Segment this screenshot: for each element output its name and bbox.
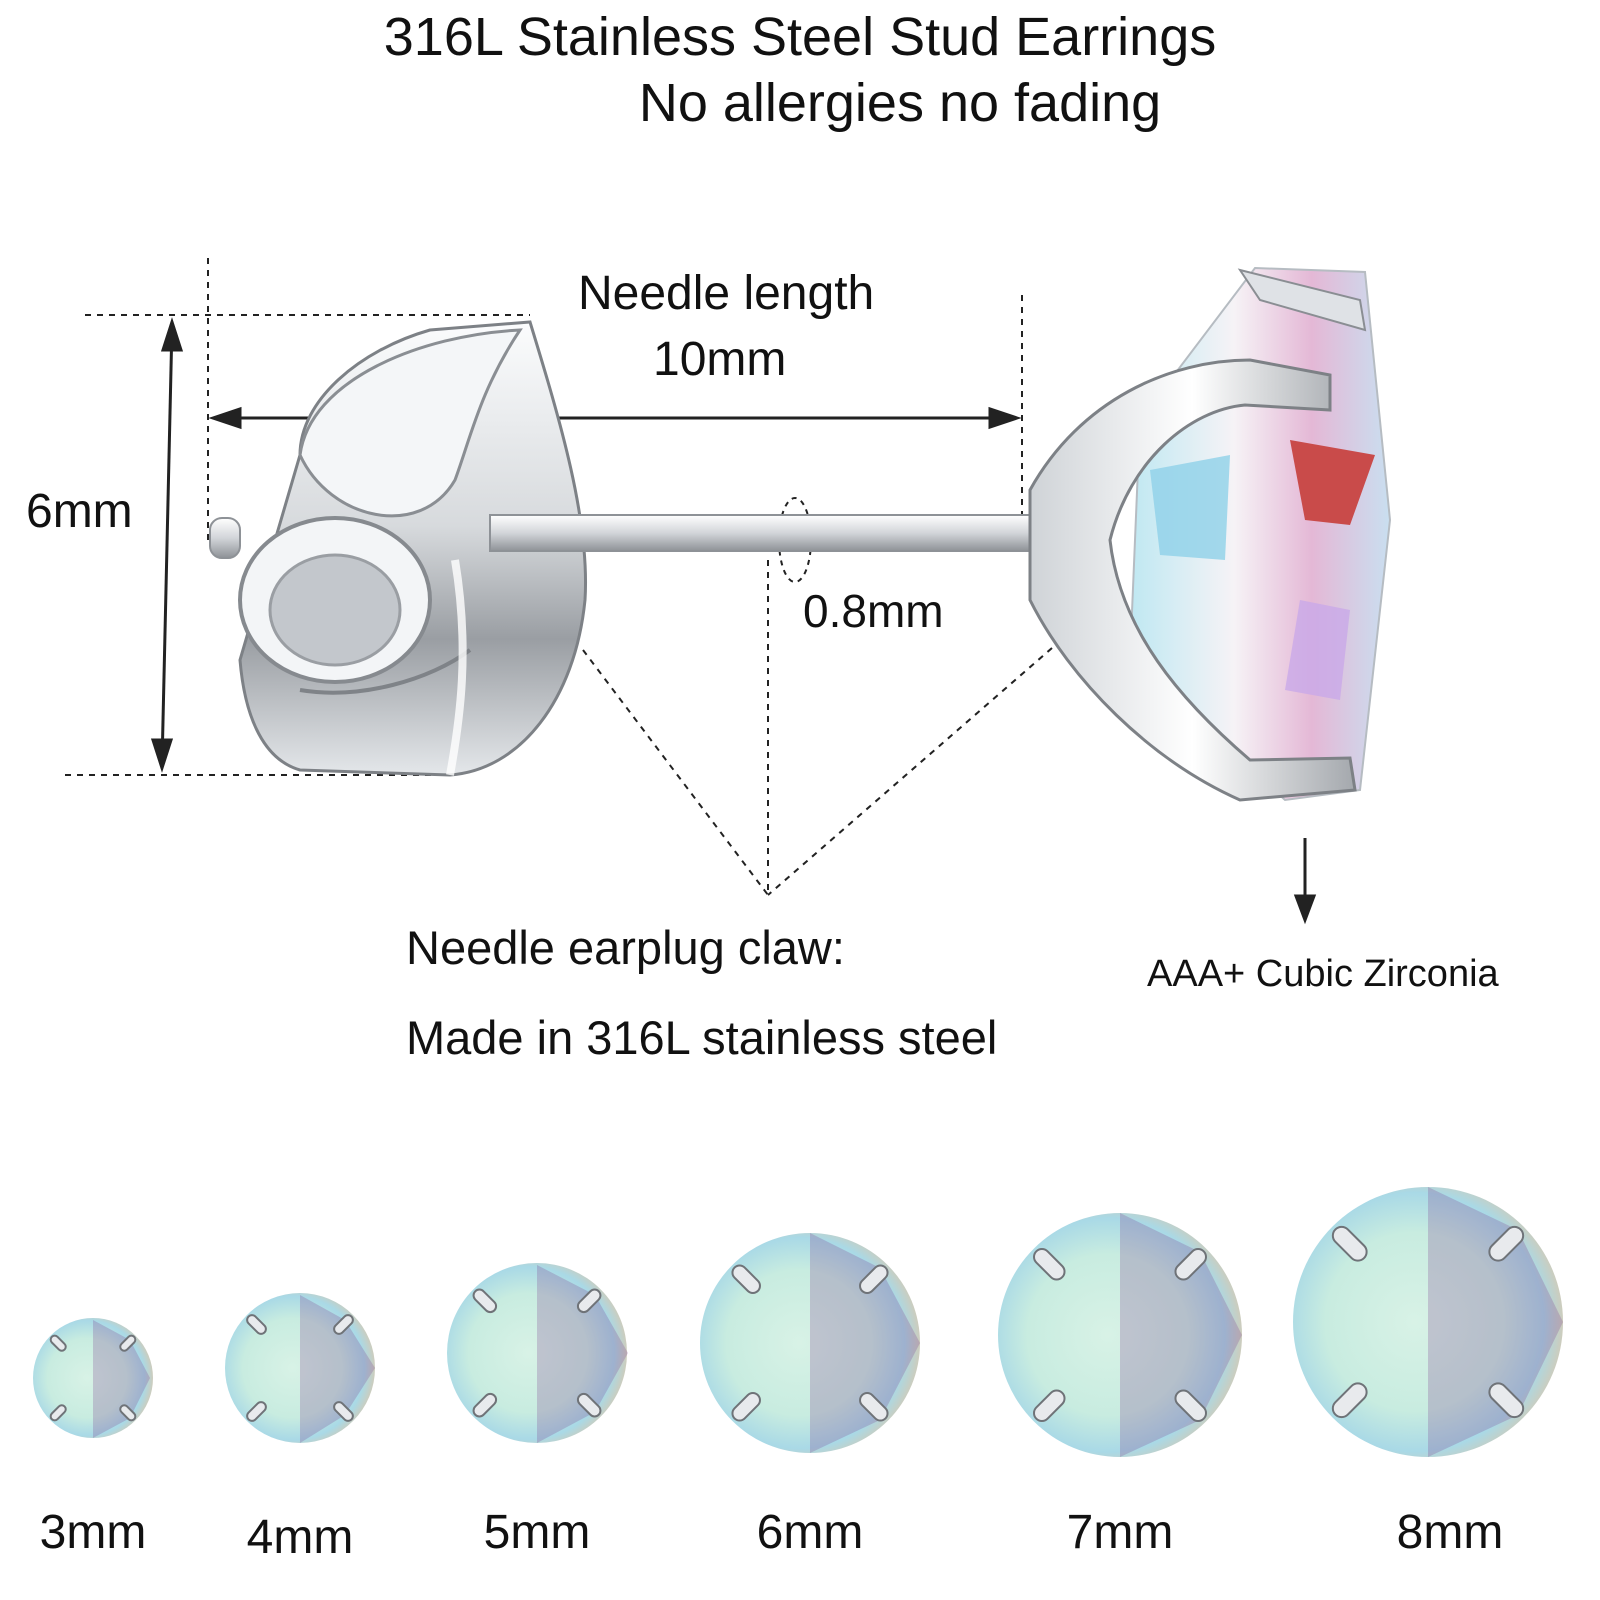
- prong-3: [731, 1392, 761, 1422]
- prong-3: [731, 1264, 761, 1294]
- stud-8mm: [1293, 1187, 1563, 1457]
- prong-4: [1032, 1389, 1066, 1423]
- page-title: 316L Stainless Steel Stud Earrings: [383, 7, 1217, 67]
- stone-caption: AAA+ Cubic Zirconia: [1147, 953, 1499, 995]
- size-label-3mm: 3mm: [39, 1506, 147, 1559]
- prong-3: [859, 1264, 889, 1294]
- prong-2: [576, 1392, 602, 1418]
- page-subtitle: No allergies no fading: [638, 73, 1162, 133]
- needle-diameter-label: 0.8mm: [803, 585, 944, 637]
- needle-length-value: 10mm: [653, 333, 787, 386]
- claw-caption-line1: Needle earplug claw:: [406, 921, 845, 974]
- prong-1: [333, 1314, 354, 1335]
- claw-caption-line2: Made in 316L stainless steel: [406, 1011, 998, 1064]
- prong-1: [333, 1401, 354, 1422]
- needle-post-illustration: [209, 514, 1031, 559]
- stud-3mm: [33, 1318, 153, 1438]
- prong-1: [246, 1401, 267, 1422]
- prong-3: [859, 1392, 889, 1422]
- prong-5: [1331, 1225, 1368, 1262]
- size-label-6mm: 6mm: [756, 1506, 864, 1559]
- size-label-5mm: 5mm: [483, 1506, 591, 1559]
- stud-5mm: [447, 1263, 628, 1443]
- size-studs: [33, 1187, 1563, 1457]
- prong-0: [119, 1334, 137, 1352]
- prong-2: [472, 1392, 498, 1418]
- prong-4: [1174, 1247, 1208, 1281]
- stone-arrow: [1293, 838, 1317, 925]
- stud-side-illustration: [1028, 266, 1392, 802]
- earring-back-illustration: [238, 320, 588, 777]
- prong-5: [1488, 1225, 1525, 1262]
- prong-0: [49, 1404, 67, 1422]
- stud-6mm: [700, 1233, 920, 1453]
- size-label-7mm: 7mm: [1066, 1506, 1174, 1559]
- prong-0: [119, 1404, 137, 1422]
- stud-7mm: [998, 1213, 1242, 1457]
- prong-1: [246, 1314, 267, 1335]
- size-label-4mm: 4mm: [246, 1511, 354, 1564]
- prong-4: [1032, 1247, 1066, 1281]
- prong-0: [49, 1334, 67, 1352]
- stud-4mm: [225, 1293, 375, 1443]
- prong-5: [1331, 1382, 1368, 1419]
- prong-2: [576, 1288, 602, 1314]
- height-label: 6mm: [26, 485, 133, 538]
- prong-2: [472, 1288, 498, 1314]
- prong-5: [1488, 1382, 1525, 1419]
- height-arrow: [150, 317, 184, 773]
- prong-4: [1174, 1389, 1208, 1423]
- size-label-8mm: 8mm: [1396, 1506, 1504, 1559]
- needle-length-label: Needle length: [578, 267, 875, 320]
